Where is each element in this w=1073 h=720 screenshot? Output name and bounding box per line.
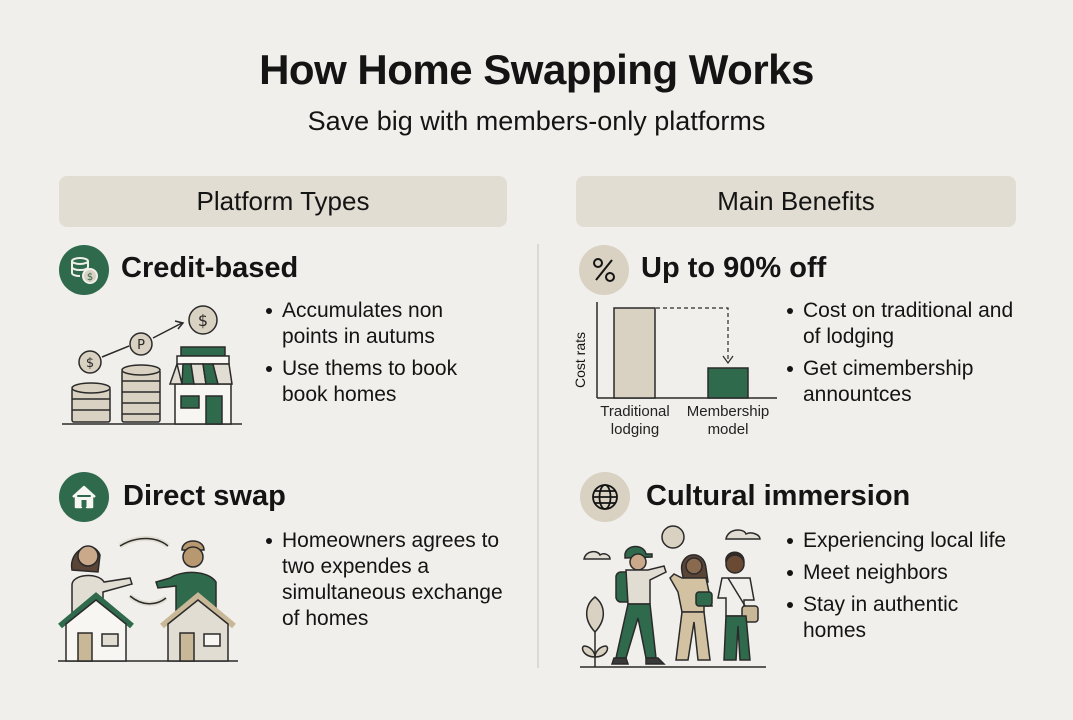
svg-text:$: $ [198,311,208,330]
bullet-item: Get cimembership annountces [785,356,1015,408]
svg-text:$: $ [86,356,94,371]
travelers-illustration [580,525,766,668]
cultural-immersion-bullets: Experiencing local life Meet neighbors S… [785,528,1015,650]
bullet-item: Cost on traditional and of lodging [785,298,1015,350]
direct-swap-illustration [58,536,238,662]
chart-x-label-membership: Membership model [686,403,770,438]
globe-icon [580,472,630,522]
direct-swap-title: Direct swap [123,480,286,512]
bullet-item: Meet neighbors [785,560,1015,586]
cost-comparison-chart: Cost rats Traditional lodging Membership… [570,300,785,440]
bullet-item: Use thems to book book homes [264,356,504,408]
direct-swap-bullets: Homeowners agrees to two expendes a simu… [264,528,504,638]
percent-icon [579,245,629,295]
discount-bullets: Cost on traditional and of lodging Get c… [785,298,1015,414]
bullet-item: Stay in authentic homes [785,592,1015,644]
page-subtitle: Save big with members-only platforms [307,106,766,136]
svg-text:$: $ [87,272,93,283]
chart-x-label-traditional: Traditional lodging [600,403,670,438]
credit-coins-store-illustration: $ P $ [62,305,242,425]
section-header-main-benefits: Main Benefits [576,176,1016,227]
coins-dollar-icon: $ [59,245,109,295]
bullet-item: Homeowners agrees to two expendes a simu… [264,528,504,632]
discount-title: Up to 90% off [641,252,827,284]
cultural-immersion-title: Cultural immersion [646,480,911,512]
svg-text:P: P [137,338,145,353]
column-divider [537,244,539,668]
bullet-item: Experiencing local life [785,528,1015,554]
chart-plot-area [596,302,777,399]
credit-based-bullets: Accumulates non points in autums Use the… [264,298,504,414]
page-title: How Home Swapping Works [259,46,814,93]
section-header-platform-types: Platform Types [59,176,507,227]
bar-traditional-lodging [613,307,656,399]
bullet-item: Accumulates non points in autums [264,298,504,350]
credit-based-title: Credit-based [121,252,299,284]
house-icon [59,472,109,522]
bar-membership-model [707,367,749,399]
